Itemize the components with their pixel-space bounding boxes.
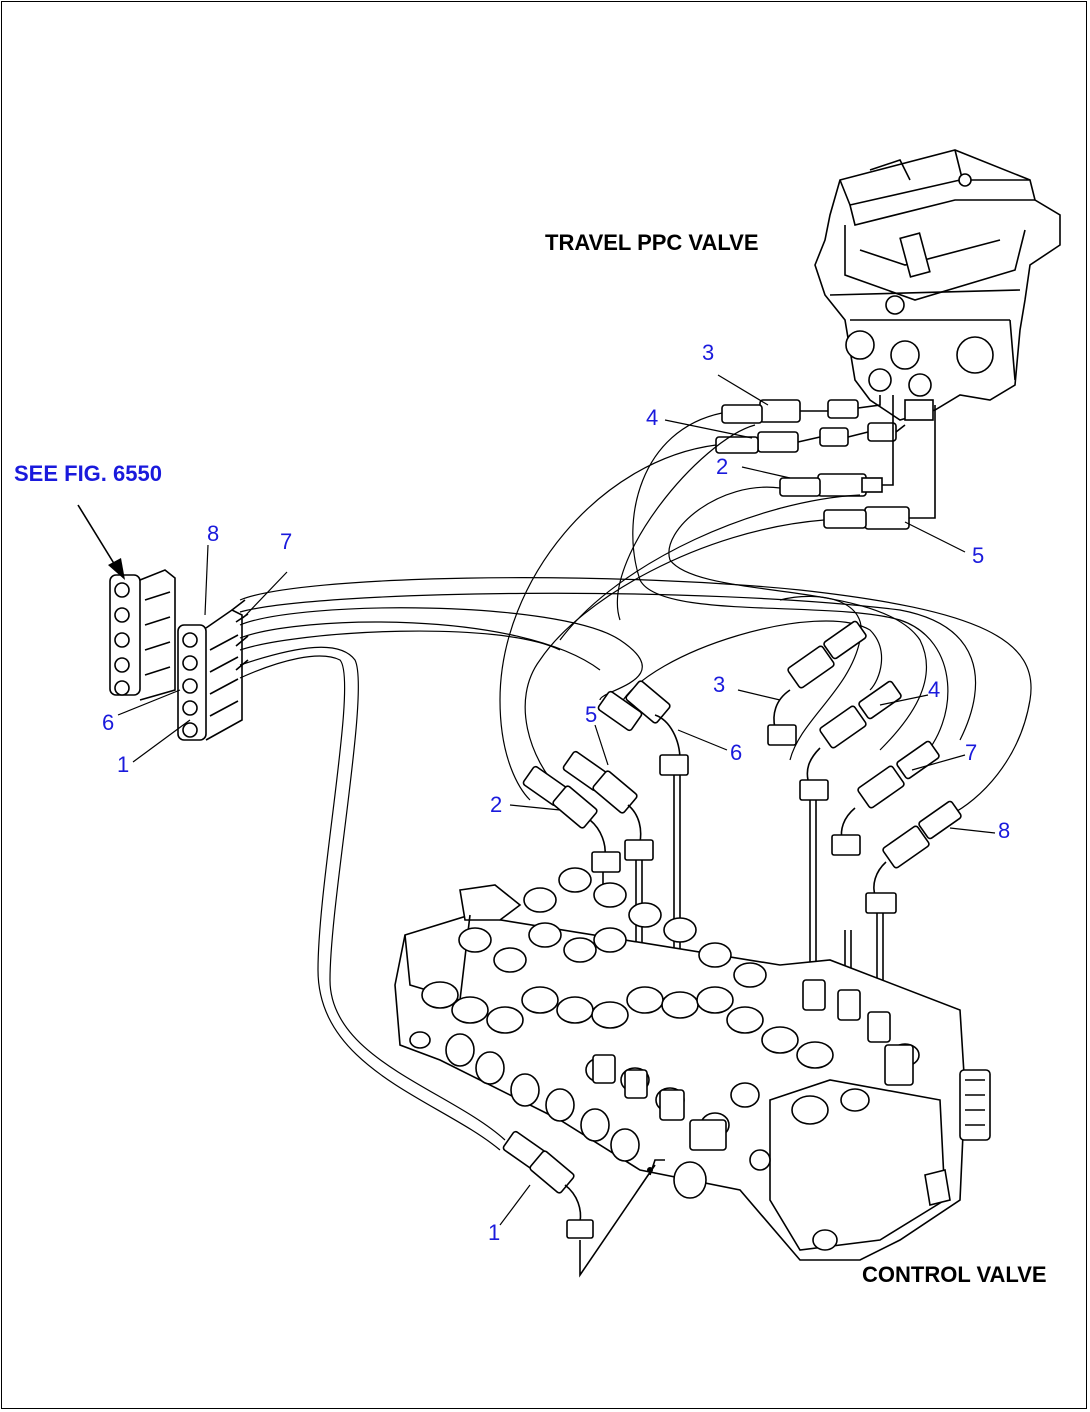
- callout-ppc-2: 2: [716, 454, 728, 479]
- callout-mid-4: 4: [928, 677, 940, 702]
- see-fig-reference[interactable]: SEE FIG. 6550: [14, 461, 162, 486]
- hose-1-end: [502, 1130, 656, 1278]
- callout-left-7: 7: [280, 529, 292, 554]
- callout-left-6: 6: [102, 710, 114, 735]
- hoses: [239, 412, 1032, 1151]
- callout-mid-8: 8: [998, 818, 1010, 843]
- left-manifold: [109, 569, 249, 741]
- callout-ppc-4: 4: [646, 405, 658, 430]
- callout-ppc-5: 5: [972, 543, 984, 568]
- travel-ppc-valve-label: TRAVEL PPC VALVE: [545, 230, 759, 255]
- see-fig-arrow: [77, 504, 125, 580]
- callout-bot-1: 1: [488, 1220, 500, 1245]
- callout-mid-6: 6: [730, 740, 742, 765]
- leader-lines: [117, 374, 996, 1226]
- callout-left-8: 8: [207, 521, 219, 546]
- spool-row-top: [458, 867, 767, 988]
- callout-ppc-3: 3: [702, 340, 714, 365]
- spool-row-mid: [421, 981, 834, 1069]
- travel-ppc-valve: [814, 149, 1061, 421]
- callout-mid-2: 2: [490, 792, 502, 817]
- callout-mid-3: 3: [713, 672, 725, 697]
- mid-fittings: [522, 620, 962, 1100]
- callout-left-1: 1: [117, 752, 129, 777]
- callout-mid-5: 5: [585, 702, 597, 727]
- ppc-fittings: [715, 395, 936, 530]
- control-valve: [394, 867, 991, 1261]
- control-valve-label: CONTROL VALVE: [862, 1262, 1047, 1287]
- callout-mid-7: 7: [965, 740, 977, 765]
